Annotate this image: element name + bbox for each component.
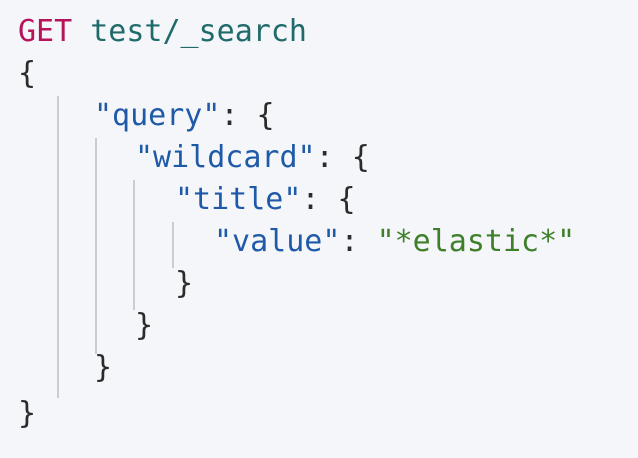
code-line-query[interactable]: "query": { bbox=[94, 96, 275, 136]
root-close-brace: } bbox=[18, 396, 37, 431]
request-path: test/_search bbox=[90, 14, 307, 49]
code-line-title[interactable]: "title": { bbox=[175, 180, 356, 220]
title-key: "title" bbox=[175, 182, 302, 217]
value-key: "value" bbox=[214, 224, 341, 259]
code-line-wildcard[interactable]: "wildcard": { bbox=[135, 138, 370, 178]
query-close-brace: } bbox=[94, 350, 113, 385]
code-line-close-title[interactable]: } bbox=[175, 264, 193, 304]
value-colon: : bbox=[340, 224, 377, 259]
indent-guide-level-2 bbox=[95, 138, 97, 354]
indent-guide-level-4 bbox=[172, 222, 174, 268]
wildcard-colon-brace: : { bbox=[315, 140, 370, 175]
code-line-close-query[interactable]: } bbox=[94, 348, 112, 388]
code-line-close-root[interactable]: } bbox=[18, 394, 36, 434]
query-key: "query" bbox=[94, 98, 221, 133]
title-colon-brace: : { bbox=[301, 182, 356, 217]
indent-guide-level-3 bbox=[133, 180, 135, 310]
request-line[interactable]: GET test/_search bbox=[18, 12, 307, 52]
value-string: "*elastic*" bbox=[376, 224, 576, 259]
root-open-brace: { bbox=[18, 56, 37, 91]
wildcard-close-brace: } bbox=[135, 308, 154, 343]
http-method: GET bbox=[18, 14, 73, 49]
wildcard-key: "wildcard" bbox=[135, 140, 316, 175]
code-line-value[interactable]: "value": "*elastic*" bbox=[214, 222, 575, 262]
indent-guide-level-1 bbox=[57, 96, 59, 398]
code-line-open-root[interactable]: { bbox=[18, 54, 36, 94]
code-line-close-wildcard[interactable]: } bbox=[135, 306, 153, 346]
query-colon-brace: : { bbox=[220, 98, 275, 133]
title-close-brace: } bbox=[175, 266, 194, 301]
